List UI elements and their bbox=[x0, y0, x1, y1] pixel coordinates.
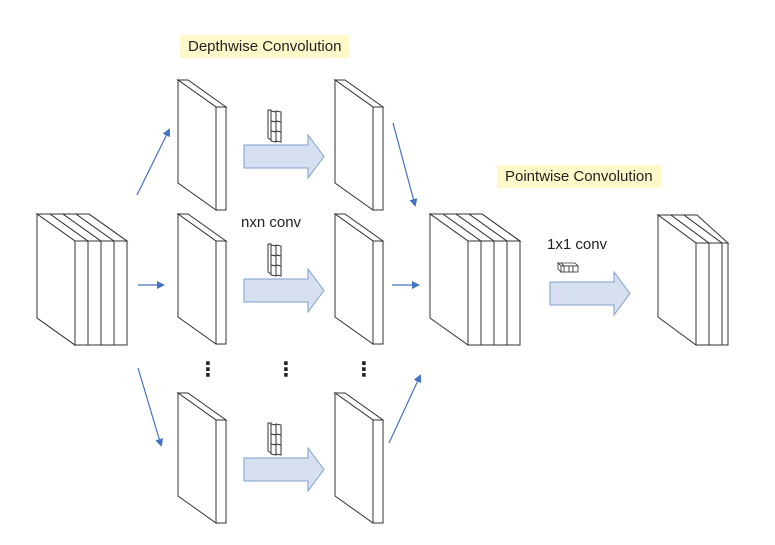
1x1-filter-icon bbox=[557, 262, 579, 273]
input-channel-n-slice bbox=[176, 392, 228, 524]
arrow-from-top-output bbox=[392, 122, 418, 207]
input-channel-n-slice-side-face bbox=[215, 419, 227, 524]
nxn-filter-icon-top bbox=[267, 109, 282, 143]
pointwise-arrow bbox=[549, 270, 631, 317]
nxn-filter-icon-bottom bbox=[267, 422, 282, 456]
arrow-to-top-slice bbox=[136, 128, 170, 196]
output-channel-n-slice-side-face bbox=[372, 419, 384, 524]
output-channel-1-slice bbox=[333, 79, 385, 211]
output-channel-2-slice-side-face bbox=[372, 240, 384, 345]
pointwise-output bbox=[656, 214, 730, 346]
nxn-conv-label: nxn conv bbox=[241, 214, 302, 231]
depthwise-arrow-bottom bbox=[243, 446, 325, 493]
input-channel-2-slice bbox=[176, 213, 228, 345]
input-channel-1-slice bbox=[176, 79, 228, 211]
1x1-conv-label: 1x1 conv bbox=[547, 236, 608, 253]
input-channel-1-slice-side-face bbox=[215, 106, 227, 211]
input-channel-2-slice-side-face bbox=[215, 240, 227, 345]
depthwise-arrow-middle bbox=[243, 267, 325, 314]
depthwise-title: Depthwise Convolution bbox=[180, 35, 350, 58]
ellipsis-filters: ⋮ bbox=[276, 359, 296, 381]
input-feature-map bbox=[35, 213, 129, 346]
pointwise-title: Pointwise Convolution bbox=[497, 165, 661, 188]
output-channel-2-slice bbox=[333, 213, 385, 345]
depthwise-output bbox=[428, 213, 522, 346]
arrow-to-bottom-slice bbox=[137, 367, 164, 447]
output-channel-n-slice bbox=[333, 392, 385, 524]
nxn-filter-icon-middle bbox=[267, 243, 282, 277]
arrow-from-bottom-output bbox=[388, 374, 422, 444]
ellipsis-input-slices: ⋮ bbox=[198, 359, 218, 381]
ellipsis-output-slices: ⋮ bbox=[354, 359, 374, 381]
depthwise-arrow-top bbox=[243, 133, 325, 180]
output-channel-1-slice-side-face bbox=[372, 106, 384, 211]
